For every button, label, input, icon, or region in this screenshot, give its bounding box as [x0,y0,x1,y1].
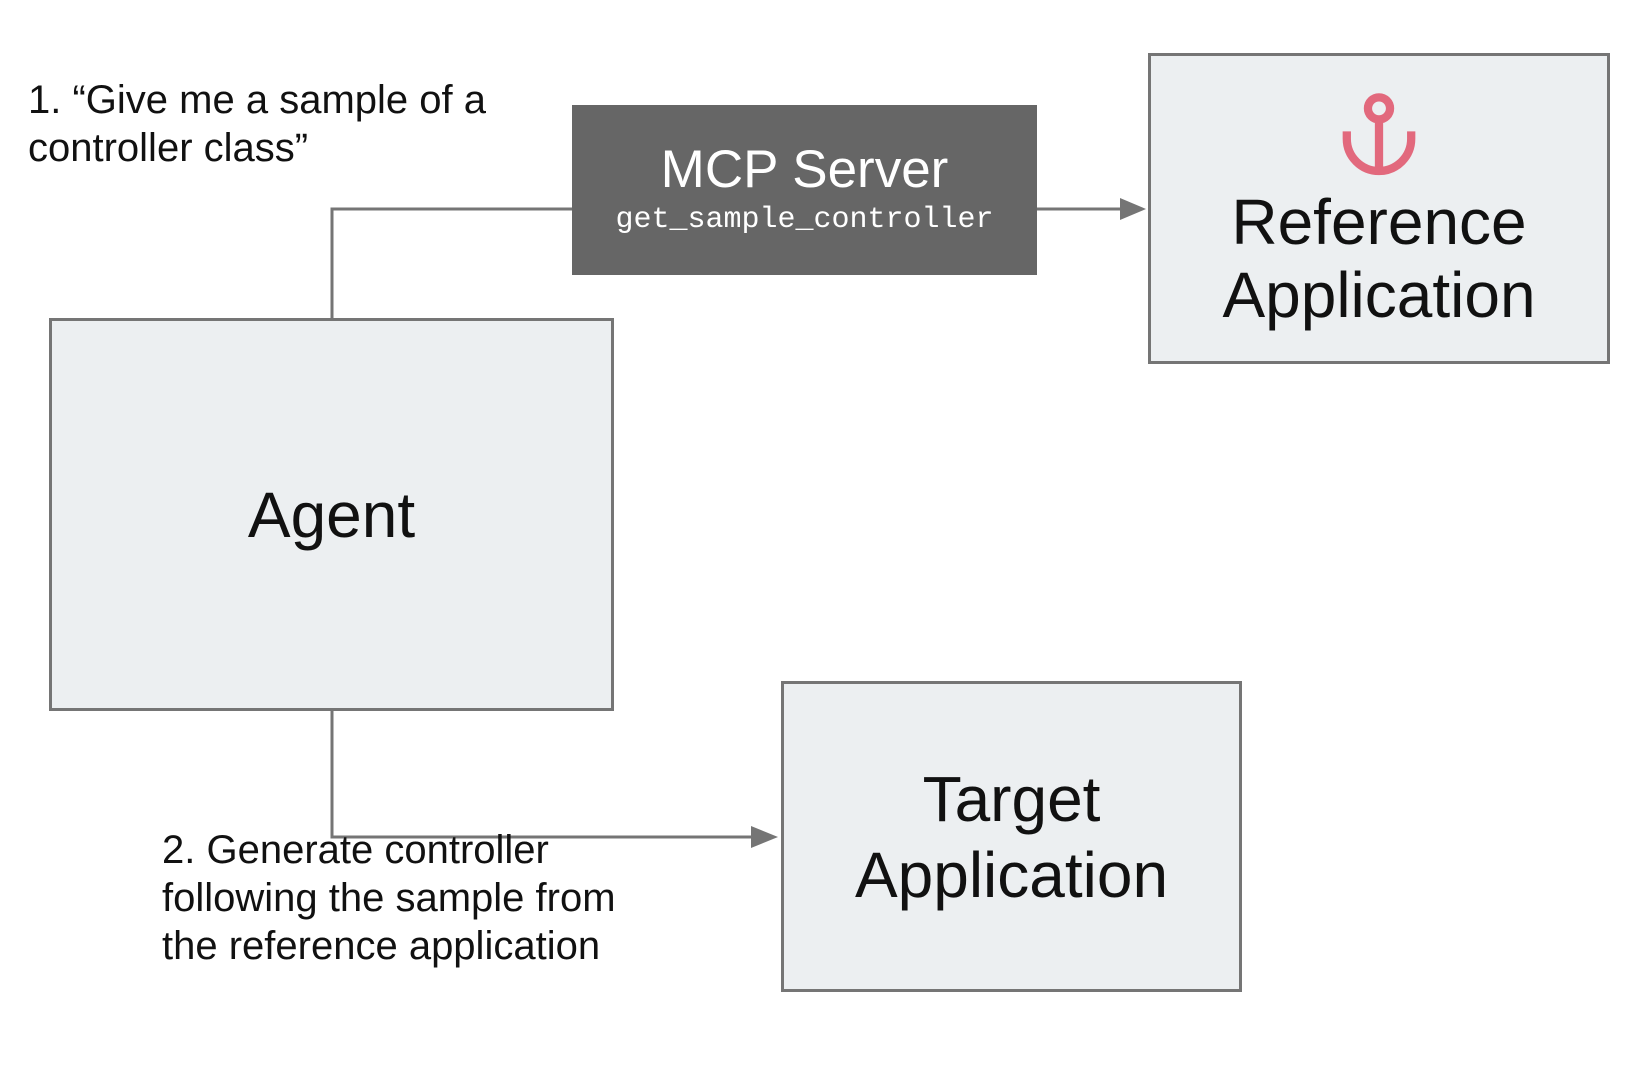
node-agent: Agent [49,318,614,711]
arrow-agent-to-target [330,711,778,848]
arrowhead-icon [1120,198,1146,220]
mcp-server-tool-name: get_sample_controller [615,203,994,237]
node-mcp-server: MCP Server get_sample_controller [572,105,1037,275]
node-target-application: Target Application [781,681,1242,992]
arrow-line [330,711,753,839]
node-reference-application: Reference Application [1148,53,1610,364]
arrow-mcp-to-reference [1037,198,1146,220]
agent-label: Agent [247,478,416,551]
anchor-icon [1342,92,1416,175]
reference-application-label: Reference Application [1222,185,1536,331]
annotation-step2: 2. Generate controller following the sam… [162,828,616,968]
annotation-step1: 1. “Give me a sample of a controller cla… [28,78,486,170]
target-application-label: Target Application [854,762,1169,911]
mcp-server-title: MCP Server [660,140,949,199]
connector-agent-to-mcp [330,207,572,318]
arrowhead-icon [751,826,778,848]
